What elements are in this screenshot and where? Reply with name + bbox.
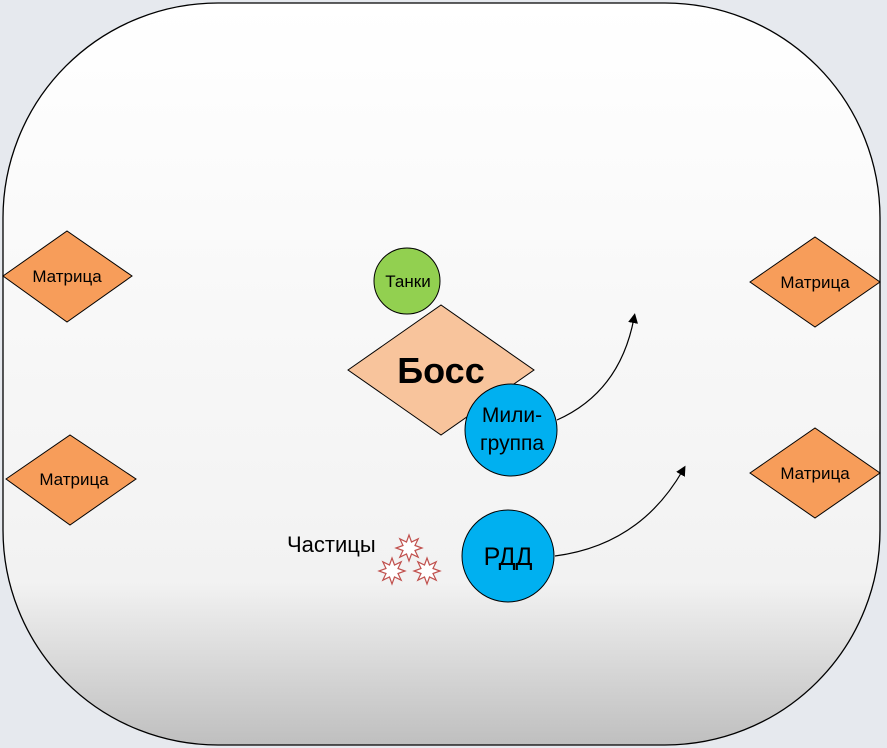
particle-star-icon — [412, 556, 442, 586]
matrix-diamond — [2, 230, 133, 323]
matrix-diamond — [749, 236, 881, 328]
matrix-label: Матрица — [780, 464, 850, 483]
melee-group-label-line2: группа — [480, 432, 544, 455]
rdd-movement-arrow — [554, 465, 686, 557]
rdd-circle — [461, 509, 555, 603]
matrix-right-lower: Матрица — [749, 427, 881, 519]
tanks-node: Танки — [373, 247, 441, 315]
particles-group — [377, 533, 442, 586]
melee-group-label-line1: Мили- — [482, 404, 542, 427]
matrix-right-upper: Матрица — [749, 236, 881, 328]
tanks-label: Танки — [385, 272, 430, 291]
matrix-label: Матрица — [780, 273, 850, 292]
matrix-diamond — [749, 427, 881, 519]
melee-movement-arrow — [556, 313, 638, 421]
melee-group-circle — [464, 383, 558, 477]
particle-star-icon — [394, 533, 424, 563]
particle-star-icon — [377, 556, 407, 586]
tanks-circle — [373, 247, 441, 315]
matrix-label: Матрица — [32, 267, 102, 286]
melee-group-node: Мили- группа — [464, 383, 558, 477]
particles-label: Частицы — [287, 532, 376, 557]
matrix-diamond — [5, 434, 137, 526]
rdd-node: РДД — [461, 509, 555, 603]
matrix-left-lower: Матрица — [5, 434, 137, 526]
boss-label: Босс — [397, 350, 484, 391]
matrix-label: Матрица — [39, 470, 109, 489]
rdd-label: РДД — [484, 543, 533, 571]
matrix-left-upper: Матрица — [2, 230, 133, 323]
